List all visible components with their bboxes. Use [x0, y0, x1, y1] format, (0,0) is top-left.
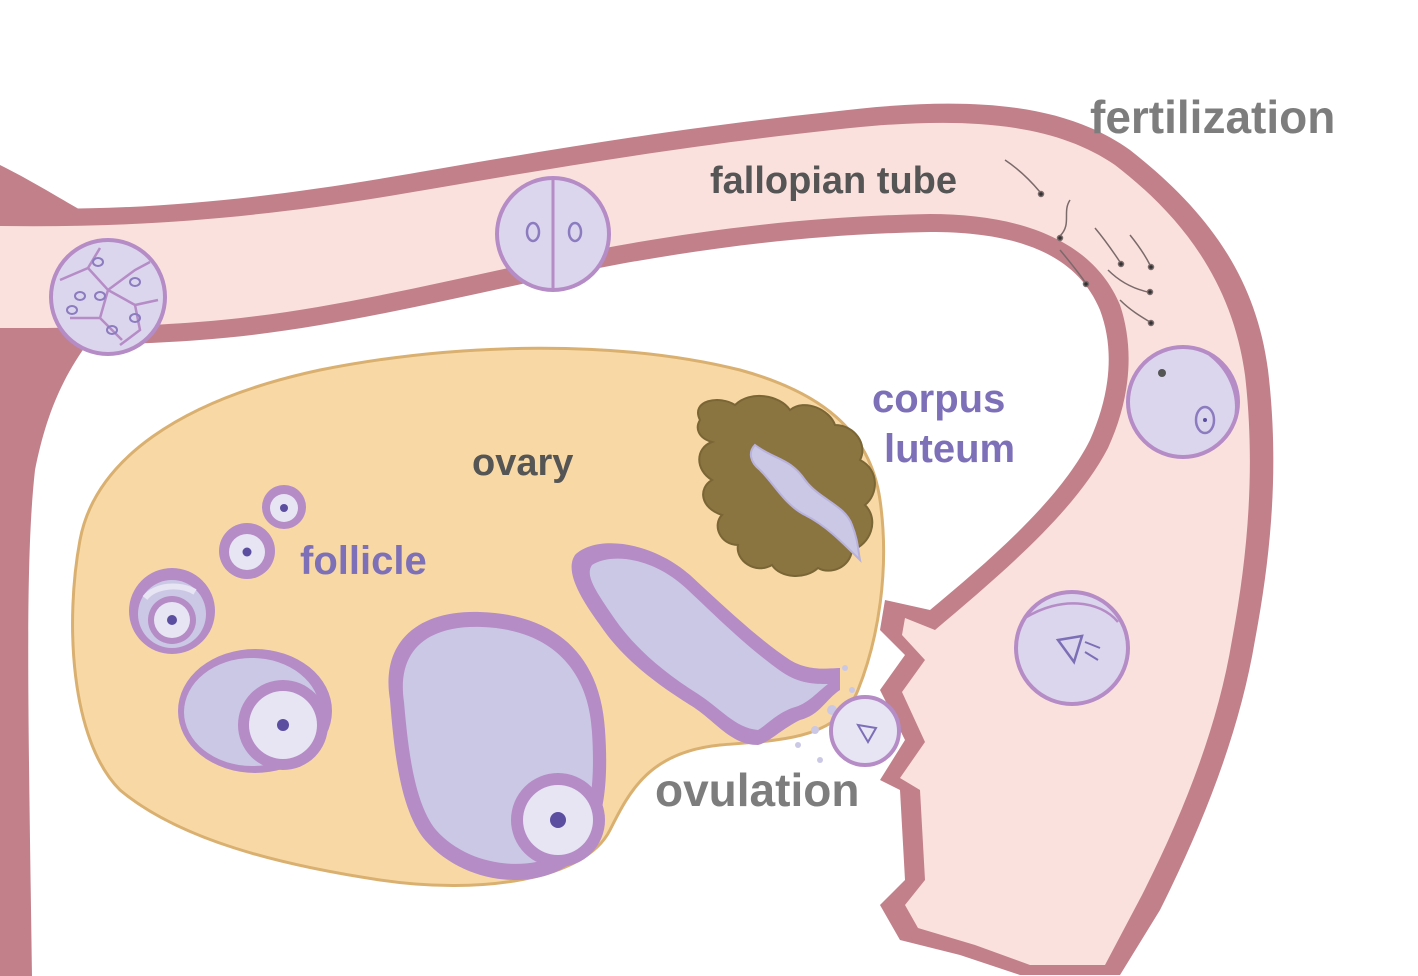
label-ovulation: ovulation	[655, 764, 859, 816]
label-fertilization: fertilization	[1090, 91, 1335, 143]
follicle-small-2	[219, 523, 275, 579]
label-ovary: ovary	[472, 442, 573, 484]
label-follicle: follicle	[300, 539, 427, 583]
label-luteum: luteum	[884, 427, 1015, 471]
ovulated-egg	[829, 695, 901, 767]
egg-in-tube	[1014, 590, 1130, 706]
morula-cell	[49, 238, 167, 356]
ruptured-follicle	[571, 543, 855, 763]
uterus-wall	[0, 165, 90, 976]
two-cell-embryo	[495, 176, 611, 292]
sperm-cells	[1004, 159, 1155, 327]
label-fallopian-tube: fallopian tube	[710, 160, 957, 202]
follicle-medium	[129, 568, 215, 654]
fertilized-egg	[1126, 345, 1240, 459]
fallopian-tube	[0, 103, 1274, 975]
corpus-luteum	[696, 394, 876, 577]
follicle-mature	[388, 611, 607, 880]
follicle-large	[178, 649, 332, 773]
follicle-small-1	[262, 485, 306, 529]
label-corpus: corpus	[872, 377, 1005, 421]
